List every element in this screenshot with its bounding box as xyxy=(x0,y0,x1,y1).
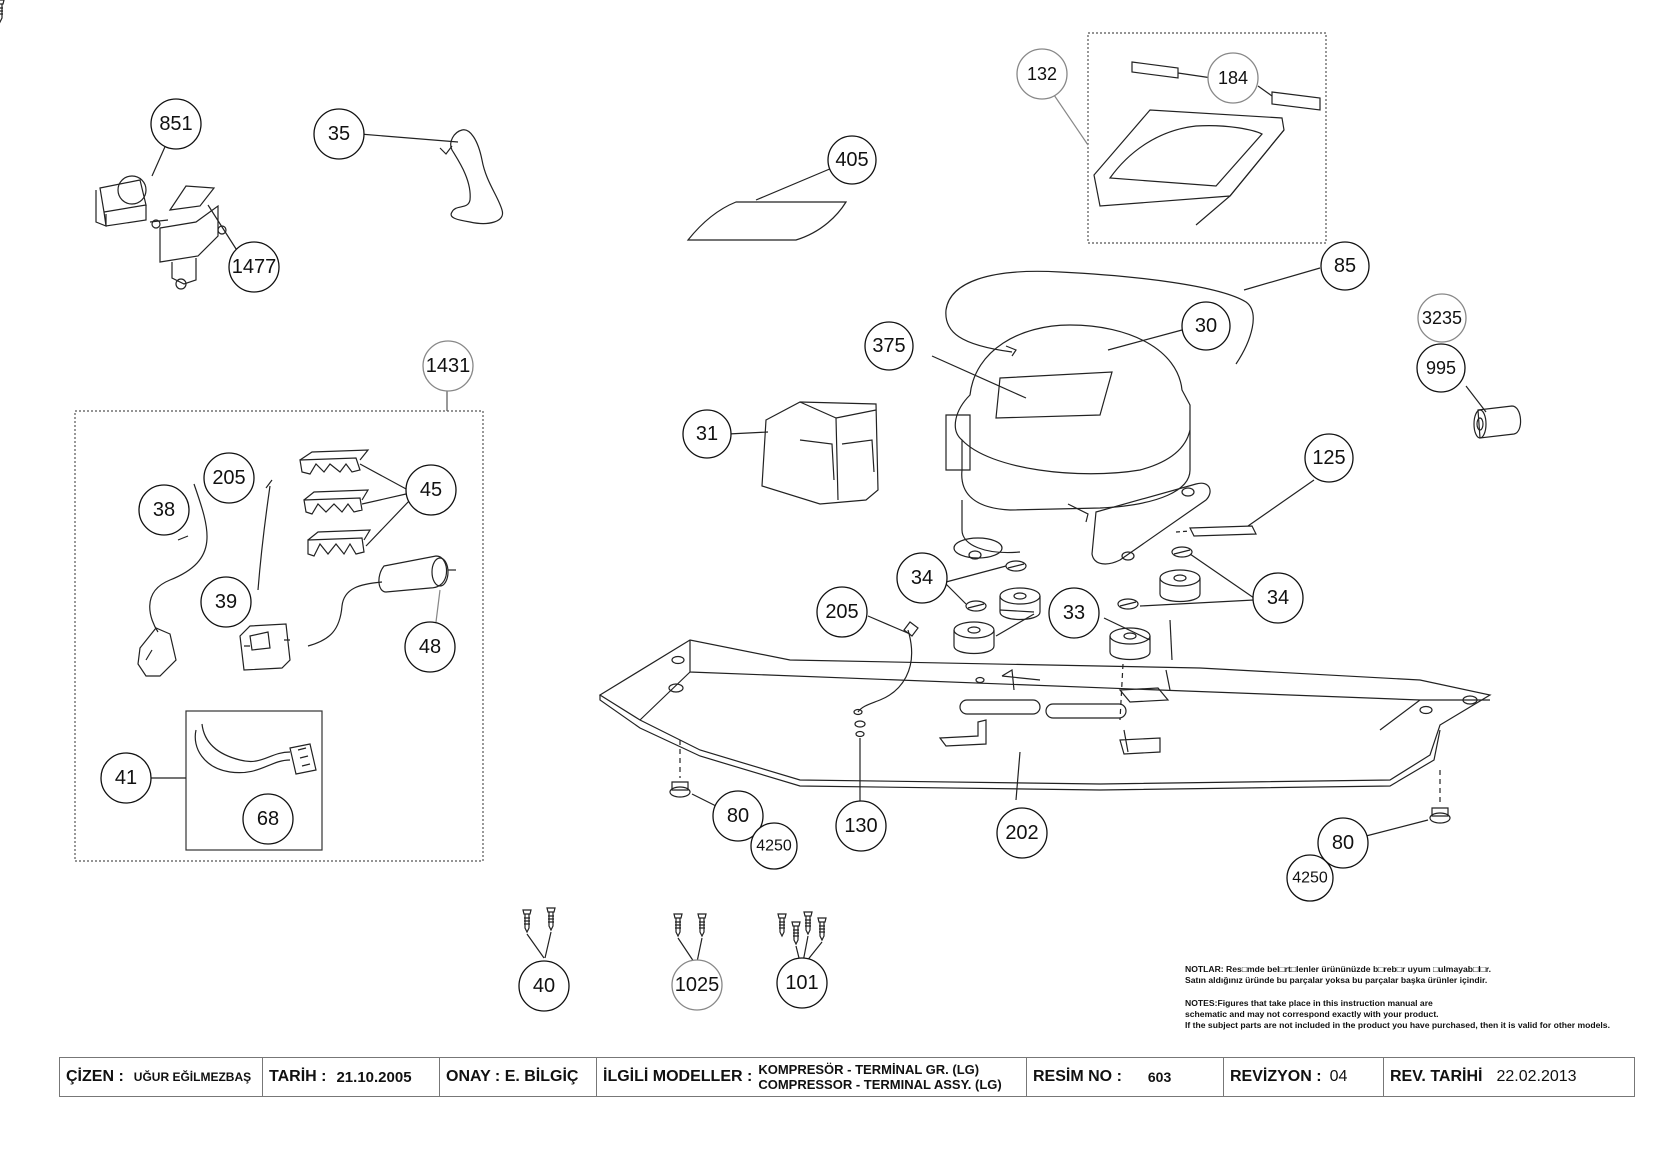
relay-39-drawing xyxy=(239,623,291,671)
callout-38: 38 xyxy=(153,499,175,521)
callout-205-group: 205 xyxy=(212,467,245,489)
callout-132: 132 xyxy=(1027,64,1057,84)
notes-block: NOTLAR: Res□mde bel□rt□lenler ürününüzde… xyxy=(1185,964,1625,1031)
title-block: ÇİZEN : UĞUR EĞİLMEZBAŞ TARİH : 21.10.20… xyxy=(59,1057,1635,1097)
tarih-label: TARİH : xyxy=(269,1068,327,1085)
foot-left-drawing xyxy=(669,740,691,798)
callout-184: 184 xyxy=(1218,68,1248,88)
ilgili-label: İLGİLİ MODELLER : xyxy=(603,1068,753,1085)
callout-85: 85 xyxy=(1334,255,1356,277)
loop-pipe-drawing xyxy=(945,270,1254,365)
callout-80-left: 80 xyxy=(727,805,749,827)
callout-995: 995 xyxy=(1426,358,1456,378)
callout-34-left: 34 xyxy=(911,567,933,589)
callout-130: 130 xyxy=(844,815,877,837)
ilgili-line-2: COMPRESSOR - TERMINAL ASSY. (LG) xyxy=(758,1077,1002,1092)
callout-205-main: 205 xyxy=(825,601,858,623)
tarih-value: 21.10.2005 xyxy=(336,1068,412,1086)
mounting-plate-drawing xyxy=(598,639,1492,791)
callout-4250-left: 4250 xyxy=(756,838,792,855)
callout-40: 40 xyxy=(533,975,555,997)
tray-part-drawing xyxy=(1093,61,1321,226)
notes-en-line-2: schematic and may not correspond exactly… xyxy=(1185,1009,1439,1019)
callout-202: 202 xyxy=(1005,822,1038,844)
cable-clips-drawing xyxy=(299,449,372,557)
title-cizen-cell: ÇİZEN : UĞUR EĞİLMEZBAŞ xyxy=(60,1058,263,1096)
revizyon-label: REVİZYON : xyxy=(1230,1068,1322,1085)
callout-68: 68 xyxy=(257,808,279,830)
rubber-grommets-drawing xyxy=(953,546,1201,661)
power-cord-drawing xyxy=(137,483,208,677)
callout-4250-right: 4250 xyxy=(1292,870,1328,887)
notes-tr-line-2: Satın aldığınız üründe bu parçalar yoksa… xyxy=(1185,975,1488,985)
ground-wire-drawing xyxy=(857,629,913,713)
notes-en-line-1: NOTES:Figures that take place in this in… xyxy=(1185,998,1433,1008)
title-revizyon-cell: REVİZYON : 04 xyxy=(1224,1058,1384,1096)
notes-tr-line-1: NOTLAR: Res□mde bel□rt□lenler ürününüzde… xyxy=(1185,964,1492,974)
callout-3235: 3235 xyxy=(1422,308,1462,328)
resim-label: RESİM NO : xyxy=(1033,1068,1122,1085)
callout-39: 39 xyxy=(215,591,237,613)
foot-right-drawing xyxy=(1429,770,1451,824)
title-ilgili-cell: İLGİLİ MODELLER : KOMPRESÖR - TERMİNAL G… xyxy=(597,1058,1027,1096)
callout-1025: 1025 xyxy=(675,974,720,996)
cizen-label: ÇİZEN : xyxy=(66,1068,124,1085)
relay-part-drawing xyxy=(95,175,227,290)
callout-405: 405 xyxy=(835,149,868,171)
callout-80-right: 80 xyxy=(1332,832,1354,854)
callout-30: 30 xyxy=(1195,315,1217,337)
notes-en-line-3: If the subject parts are not included in… xyxy=(1185,1020,1610,1030)
callout-851: 851 xyxy=(159,113,192,135)
callout-41: 41 xyxy=(115,767,137,789)
callout-48: 48 xyxy=(419,636,441,658)
wire-harness-drawing xyxy=(194,723,317,775)
callout-34-right: 34 xyxy=(1267,587,1289,609)
spacer-drawing xyxy=(1473,405,1522,439)
callout-33: 33 xyxy=(1063,602,1085,624)
title-revtarih-cell: REV. TARİHİ 22.02.2013 xyxy=(1384,1058,1634,1096)
screws-drawing xyxy=(0,0,827,945)
pin-drawing xyxy=(1189,525,1257,537)
label-sheet-drawing xyxy=(686,201,848,241)
callout-31: 31 xyxy=(696,423,718,445)
compressor-drawing xyxy=(945,324,1211,565)
title-onay-cell: ONAY : E. BİLGİÇ xyxy=(440,1058,597,1096)
clip-part-drawing xyxy=(450,129,504,225)
ilgili-line-1: KOMPRESÖR - TERMİNAL GR. (LG) xyxy=(758,1062,980,1077)
callout-45: 45 xyxy=(420,479,442,501)
callout-125: 125 xyxy=(1312,447,1345,469)
callout-1431: 1431 xyxy=(426,355,471,377)
terminal-cover-drawing xyxy=(761,401,879,505)
callout-375: 375 xyxy=(872,335,905,357)
callout-101: 101 xyxy=(785,972,818,994)
callout-1477: 1477 xyxy=(232,256,277,278)
title-tarih-cell: TARİH : 21.10.2005 xyxy=(263,1058,440,1096)
title-resim-cell: RESİM NO : 603 xyxy=(1027,1058,1224,1096)
capacitor-drawing xyxy=(307,555,456,647)
revtarih-value: 22.02.2013 xyxy=(1496,1068,1577,1085)
resim-value: 603 xyxy=(1147,1069,1172,1085)
revizyon-value: 04 xyxy=(1329,1068,1348,1085)
callout-35: 35 xyxy=(328,123,350,145)
cizen-value: UĞUR EĞİLMEZBAŞ xyxy=(133,1070,252,1084)
onay-label: ONAY : E. BİLGİÇ xyxy=(446,1068,579,1085)
revtarih-label: REV. TARİHİ xyxy=(1390,1068,1483,1085)
